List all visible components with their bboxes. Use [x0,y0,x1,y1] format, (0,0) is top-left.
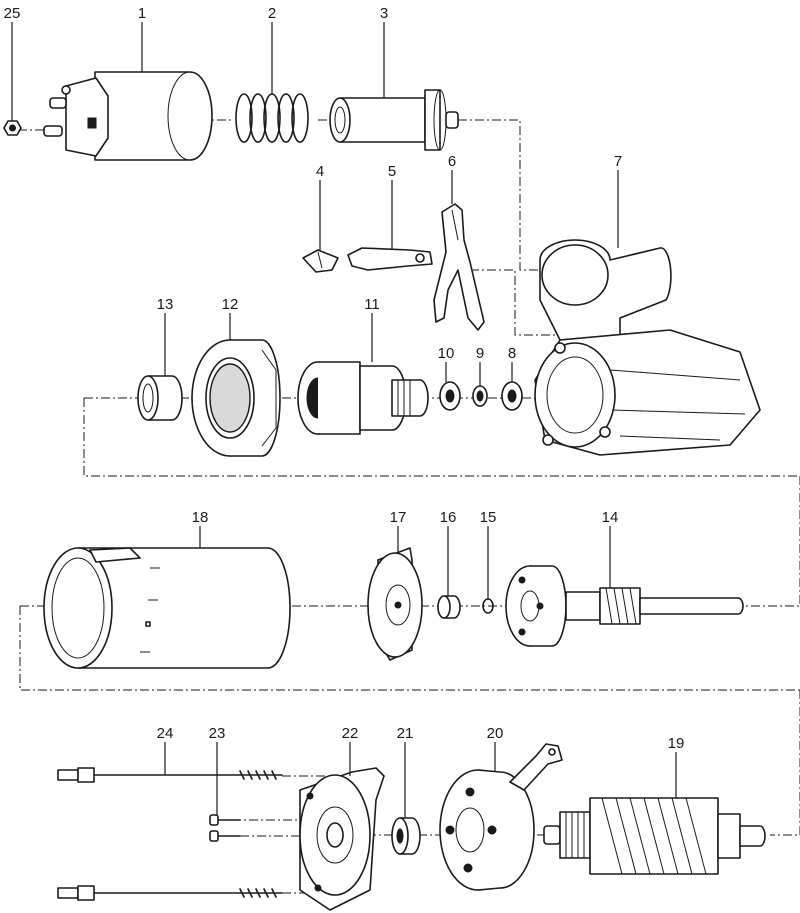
part-16-bushing [437,595,461,619]
callout-3: 3 [380,5,388,22]
part-23-screws [209,814,241,842]
callout-12: 12 [222,296,239,313]
part-6-lever [433,203,485,331]
part-24-bolts [57,767,283,901]
callout-19: 19 [668,735,685,752]
callout-6: 6 [448,153,456,170]
part-22-end-cover [299,767,385,911]
part-14-shaft [505,565,744,647]
part-12-ring-gear [191,339,281,457]
part-13-sleeve [137,375,183,421]
callout-5: 5 [388,163,396,180]
callout-16: 16 [440,509,457,526]
callout-numbers: 25 1 2 3 4 5 6 7 13 12 11 10 9 8 18 17 1… [4,5,685,752]
callout-9: 9 [476,345,484,362]
part-20-brush-holder [439,743,563,891]
part-3-plunger [329,89,459,151]
callout-10: 10 [438,345,455,362]
part-5-link [347,247,433,271]
callout-22: 22 [342,725,359,742]
callout-leaders [11,22,677,818]
callout-14: 14 [602,509,619,526]
callout-24: 24 [157,725,174,742]
callout-1: 1 [138,5,146,22]
part-25-nut [3,120,22,136]
callout-13: 13 [157,296,174,313]
callout-4: 4 [316,163,324,180]
callout-2: 2 [268,5,276,22]
part-9-ring [472,385,488,407]
part-8-washer [501,381,523,411]
part-2-spring [235,93,309,143]
part-18-yoke [43,547,291,669]
callout-23: 23 [209,725,226,742]
callout-8: 8 [508,345,516,362]
callout-25: 25 [4,5,21,22]
part-11-pinion [297,361,429,435]
callout-21: 21 [397,725,414,742]
callout-11: 11 [364,296,380,313]
callout-20: 20 [487,725,504,742]
part-19-armature [543,797,766,875]
part-21-bearing [391,817,421,855]
callout-17: 17 [390,509,407,526]
callout-15: 15 [480,509,497,526]
part-10-washer [439,381,461,411]
callout-18: 18 [192,509,209,526]
part-17-plate [367,547,423,661]
callout-7: 7 [614,153,622,170]
part-1-solenoid [43,71,213,161]
assembly-axis-lines [18,119,800,894]
part-7-housing [534,239,761,456]
part-4-pin [302,249,339,273]
